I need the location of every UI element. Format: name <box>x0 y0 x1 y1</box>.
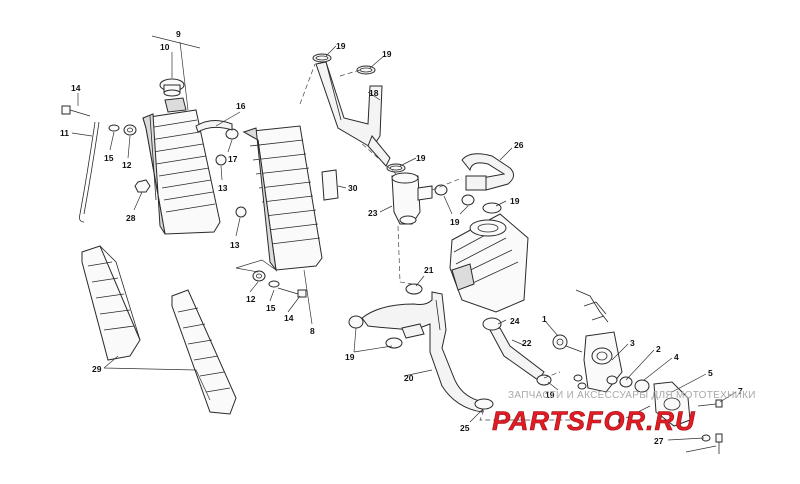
callout-7: 7 <box>738 386 743 396</box>
bushing-13-mid <box>235 206 247 218</box>
callout-17: 17 <box>228 154 238 164</box>
washer-15-bottom <box>268 280 280 288</box>
bolt-14-bottom <box>277 287 307 298</box>
watermark-logo: PARTSFOR.RU <box>492 406 696 436</box>
clamp-19-a <box>312 53 332 63</box>
callout-14: 14 <box>284 313 294 323</box>
hose-18 <box>315 61 391 167</box>
callout-13: 13 <box>218 183 228 193</box>
callout-23: 23 <box>368 208 378 218</box>
callout-29: 27 <box>654 436 664 446</box>
thermostat-housing-23 <box>391 172 433 225</box>
callout-labels: 9 10 14 11 15 12 16 17 13 28 13 19 19 18… <box>60 29 743 446</box>
callout-19: 19 <box>336 41 346 51</box>
radiator-cap <box>159 78 187 113</box>
callout-5: 5 <box>708 368 713 378</box>
grommet-12-bottom <box>252 270 266 282</box>
hose-26 <box>461 153 514 191</box>
callout-12: 12 <box>246 294 256 304</box>
callout-21: 21 <box>424 265 434 275</box>
callout-1: 1 <box>542 314 547 324</box>
callout-16: 16 <box>236 101 246 111</box>
clamp-24 <box>482 317 502 331</box>
grommet-12-top <box>123 124 137 136</box>
callout-14: 14 <box>71 83 81 93</box>
radiator-guard-left <box>81 245 141 361</box>
callout-18: 18 <box>369 88 379 98</box>
bolt-7 <box>697 399 723 408</box>
callout-30: 30 <box>348 183 358 193</box>
callout-10: 10 <box>160 42 170 52</box>
callout-28: 28 <box>126 213 136 223</box>
callout-6: 6 <box>618 416 623 426</box>
clamp-21 <box>405 283 423 295</box>
sticker-30 <box>321 169 339 201</box>
bolt-27 <box>715 433 723 454</box>
callout-19: 19 <box>382 49 392 59</box>
radiator-guard-right <box>171 289 237 415</box>
watermark: ЗАПЧАСТИ И АКСЕССУАРЫ ДЛЯ МОТОТЕХНИКИ PA… <box>492 390 756 436</box>
callout-22: 22 <box>522 338 532 348</box>
clamp-19-d <box>434 184 448 196</box>
callout-15: 15 <box>104 153 114 163</box>
watermark-tagline: ЗАПЧАСТИ И АКСЕССУАРЫ ДЛЯ МОТОТЕХНИКИ <box>508 390 756 401</box>
hose-22 <box>489 327 545 381</box>
bolt-14-top <box>61 105 91 117</box>
callout-12: 12 <box>122 160 132 170</box>
callout-24: 24 <box>510 316 520 326</box>
clamp-19-g <box>348 315 364 329</box>
callout-9: 9 <box>176 29 181 39</box>
nut-28 <box>134 179 151 193</box>
callout-19: 19 <box>450 217 460 227</box>
crossover-hose-16 <box>195 120 233 133</box>
leader-lines <box>71 35 737 453</box>
clamp-19-e <box>461 194 475 206</box>
callout-8: 8 <box>310 326 315 336</box>
clamp-19-j <box>536 374 552 386</box>
callout-26: 26 <box>514 140 524 150</box>
water-pump-assembly <box>552 289 691 427</box>
callout-19: 25 <box>460 423 470 433</box>
washer-15-top <box>108 124 120 132</box>
callout-2: 2 <box>656 344 661 354</box>
callout-3: 3 <box>630 338 635 348</box>
bushing-13-top <box>215 154 227 166</box>
overflow-hose <box>79 121 96 223</box>
hose-20 <box>361 291 485 413</box>
callout-19: 19 <box>510 196 520 206</box>
left-radiator <box>142 109 221 235</box>
callout-20: 20 <box>404 373 414 383</box>
clamp-19-i <box>474 398 494 410</box>
callout-19: 19 <box>545 390 555 400</box>
right-radiator <box>242 125 323 272</box>
callout-15: 15 <box>266 303 276 313</box>
cylinder-head <box>449 213 529 313</box>
callout-4: 4 <box>674 352 679 362</box>
callout-13: 13 <box>230 240 240 250</box>
callout-11: 11 <box>60 128 69 138</box>
callout-19: 19 <box>345 352 355 362</box>
callout-25: 29 <box>92 364 102 374</box>
callout-19: 19 <box>416 153 426 163</box>
clamp-19-h <box>385 337 403 349</box>
